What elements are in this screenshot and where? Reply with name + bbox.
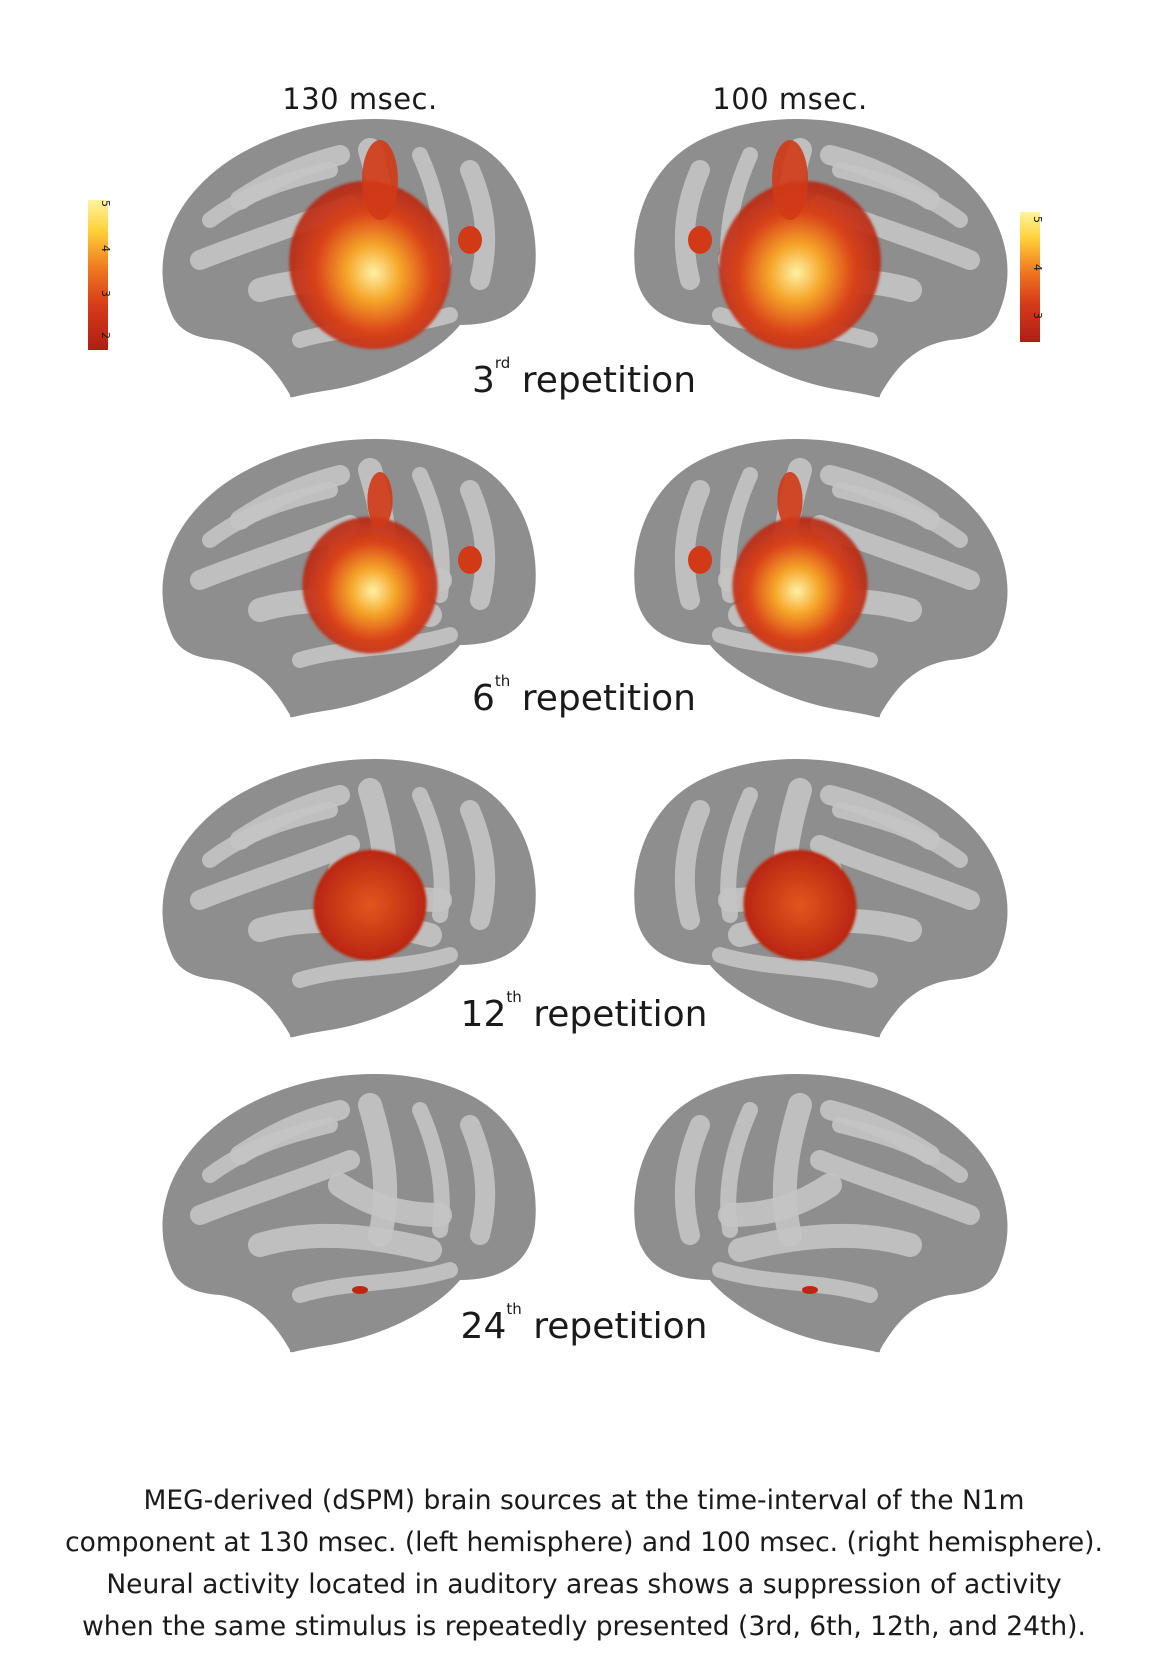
gyrus-stripe — [712, 1262, 878, 1303]
gyrus-stripe — [460, 1115, 496, 1245]
gyrus-stripe — [358, 1093, 398, 1247]
activation-region — [302, 516, 438, 654]
activation-region — [458, 226, 482, 254]
caption-line: when the same stimulus is repeatedly pre… — [82, 1611, 1086, 1642]
gyrus-stripe — [190, 835, 360, 910]
left-hemisphere — [162, 758, 536, 1038]
right-hemisphere — [634, 118, 1008, 398]
gyrus-stripe — [460, 800, 496, 930]
gyrus-stripe — [460, 480, 496, 610]
gyrus-stripe — [460, 160, 496, 290]
activation-region — [367, 472, 393, 528]
left-hemisphere — [162, 1073, 536, 1353]
gyrus-stripe — [190, 1150, 360, 1225]
gyrus-stripe — [810, 835, 980, 910]
gyrus-stripe — [230, 1100, 350, 1165]
activation-spot — [352, 1286, 368, 1294]
gyrus-stripe — [820, 465, 940, 530]
activation-region — [732, 516, 868, 654]
right-column-title: 100 msec. — [712, 82, 868, 116]
row-label-3rd: 3rd repetition — [471, 354, 697, 401]
gyrus-stripe — [712, 947, 878, 988]
figure-caption: MEG-derived (dSPM) brain sources at the … — [0, 1480, 1168, 1648]
gyrus-stripe — [292, 1262, 458, 1303]
right-hemisphere — [634, 758, 1008, 1038]
gyrus-stripe — [248, 1223, 442, 1262]
right-hemisphere — [634, 1073, 1008, 1353]
brain-surfaces — [162, 118, 1008, 1353]
gyrus-stripe — [674, 1115, 710, 1245]
activation-region — [362, 140, 398, 220]
activation-region — [688, 546, 712, 574]
row-label-24th: 24th repetition — [460, 1300, 708, 1347]
activation-spot — [802, 1286, 818, 1294]
gyrus-stripe — [328, 1173, 452, 1227]
gyrus-stripe — [230, 145, 350, 210]
left-hemisphere — [162, 118, 536, 398]
activation-region — [743, 849, 857, 961]
gyrus-stripe — [674, 800, 710, 930]
caption-line: component at 130 msec. (left hemisphere)… — [65, 1527, 1103, 1558]
gyrus-stripe — [292, 947, 458, 988]
activation-region — [772, 140, 808, 220]
activation-region — [719, 180, 881, 350]
gyrus-stripe — [820, 1100, 940, 1165]
gyrus-stripe — [772, 1093, 812, 1247]
caption-line: Neural activity located in auditory area… — [106, 1569, 1062, 1600]
activation-region — [313, 849, 427, 961]
gyrus-stripe — [230, 465, 350, 530]
right-scale-bar — [1020, 212, 1040, 342]
gyrus-stripe — [230, 785, 350, 850]
activation-region — [688, 226, 712, 254]
activation-region — [289, 180, 451, 350]
gyrus-stripe — [674, 480, 710, 610]
activation-region — [777, 472, 803, 528]
left-hemisphere — [162, 438, 536, 718]
right-hemisphere — [634, 438, 1008, 718]
left-scale-bar — [88, 200, 108, 350]
caption-line: MEG-derived (dSPM) brain sources at the … — [143, 1485, 1025, 1516]
gyrus-stripe — [728, 1223, 922, 1262]
gyrus-stripe — [718, 1173, 842, 1227]
gyrus-stripe — [810, 1150, 980, 1225]
gyrus-stripe — [820, 785, 940, 850]
gyrus-stripe — [674, 160, 710, 290]
gyrus-stripe — [820, 145, 940, 210]
activation-region — [458, 546, 482, 574]
row-label-6th: 6th repetition — [472, 672, 696, 719]
left-column-title: 130 msec. — [282, 82, 438, 116]
row-label-12th: 12th repetition — [460, 988, 708, 1035]
